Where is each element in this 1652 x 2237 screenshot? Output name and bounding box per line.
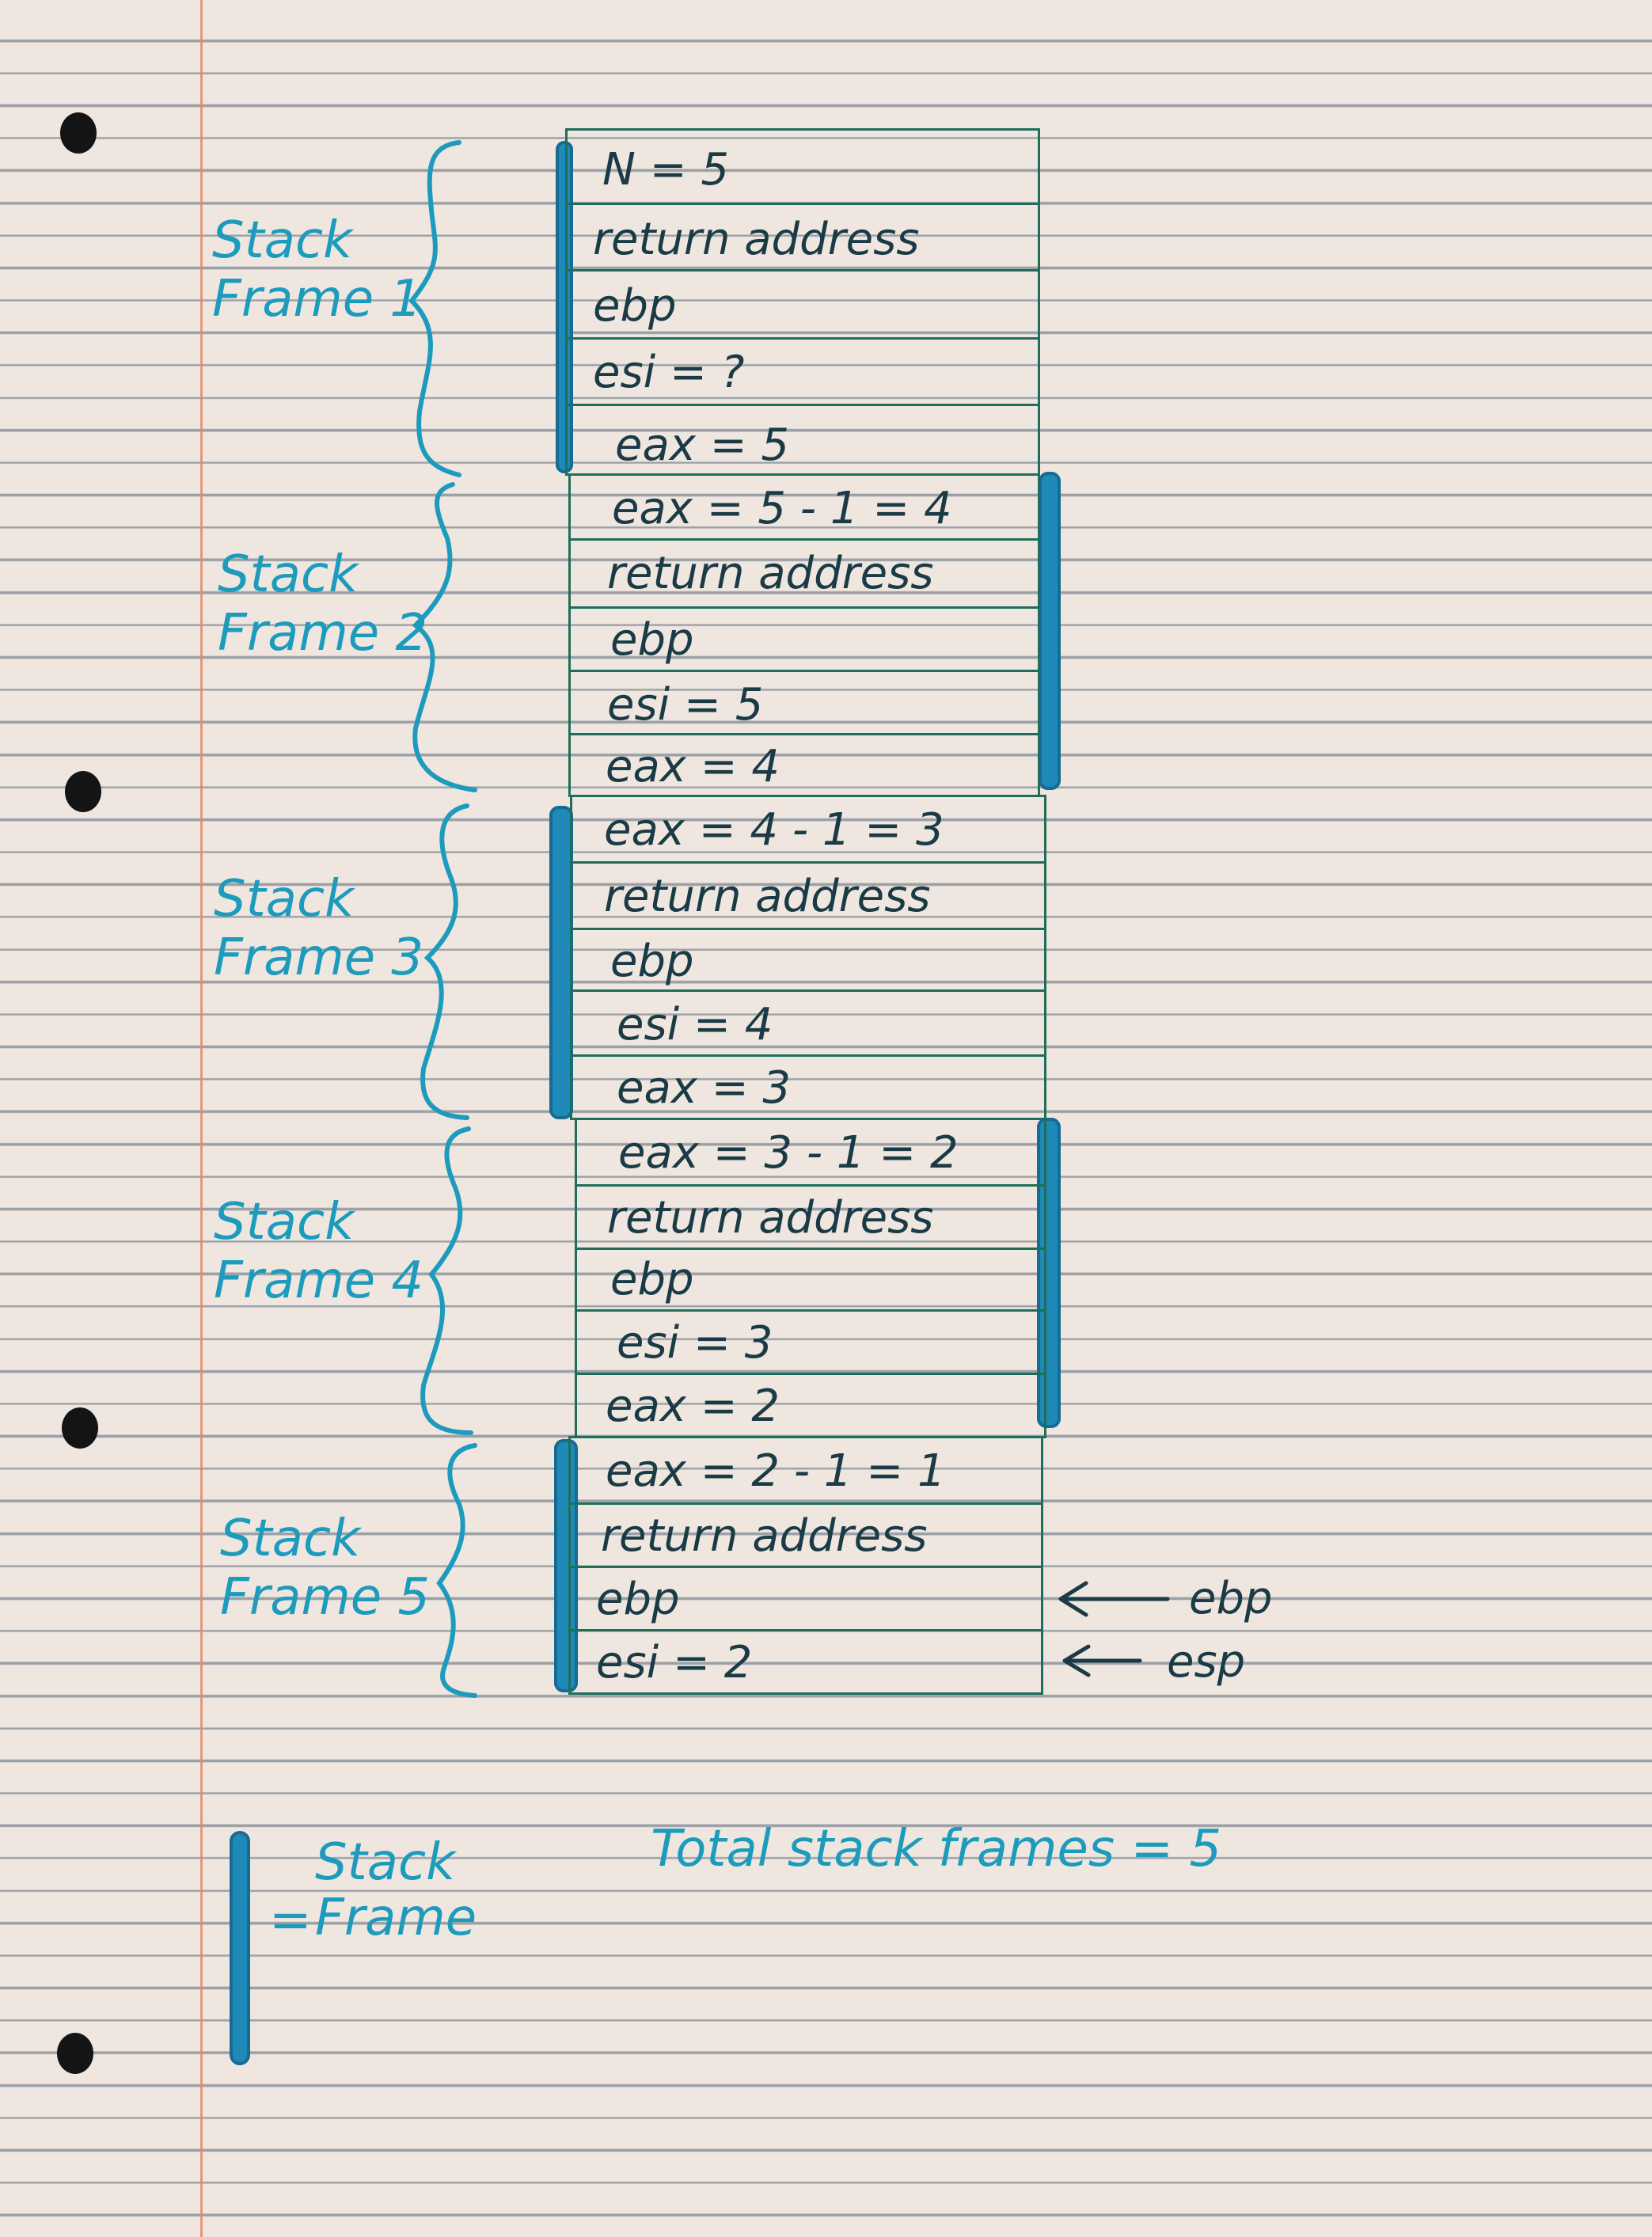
frame-4-label: Stack Frame 4 bbox=[214, 1193, 424, 1310]
cell-text: eax = 2 - 1 = 1 bbox=[606, 1445, 946, 1497]
cell-text: return address bbox=[601, 1510, 928, 1562]
legend-equals: = bbox=[269, 1891, 312, 1950]
frame-2-brace bbox=[412, 482, 477, 792]
esp-arrow bbox=[1062, 1644, 1142, 1677]
frame-5-label: Stack Frame 5 bbox=[220, 1510, 431, 1627]
cell-text: eax = 3 bbox=[617, 1062, 792, 1114]
legend-frame-bar bbox=[230, 1831, 250, 2065]
cell-text: eax = 4 - 1 = 3 bbox=[604, 804, 944, 856]
frame-2-label: Stack Frame 2 bbox=[218, 545, 428, 663]
cell-text: esi = ? bbox=[593, 347, 745, 398]
stack-cell: ebp bbox=[577, 1250, 1044, 1312]
frame-4-bar bbox=[1037, 1118, 1061, 1428]
legend-label: Stack Frame bbox=[315, 1833, 477, 1948]
frame-1-label: Stack Frame 1 bbox=[212, 211, 423, 329]
cell-text: eax = 3 - 1 = 2 bbox=[618, 1127, 959, 1179]
cell-text: return address bbox=[604, 871, 931, 922]
stack-cell: eax = 3 - 1 = 2 bbox=[577, 1120, 1044, 1187]
stack-cell: N = 5 bbox=[568, 131, 1038, 205]
stack-cell: ebp bbox=[571, 1568, 1041, 1631]
punch-hole-4 bbox=[57, 2033, 93, 2074]
frame-4-brace bbox=[420, 1126, 473, 1435]
frame-3-bar bbox=[549, 806, 573, 1119]
cell-text: esi = 4 bbox=[617, 999, 773, 1050]
punch-hole-1 bbox=[60, 112, 97, 154]
cell-text: esi = 5 bbox=[607, 679, 764, 731]
cell-text: return address bbox=[607, 1192, 934, 1244]
cell-text: eax = 5 bbox=[615, 420, 790, 471]
cell-text: return address bbox=[607, 548, 934, 599]
frame-3-brace bbox=[420, 803, 469, 1120]
cell-text: eax = 2 bbox=[606, 1381, 780, 1432]
stack-cell: return address bbox=[568, 205, 1038, 272]
stack-cell: esi = 3 bbox=[577, 1312, 1044, 1375]
stack-frame-3: eax = 4 - 1 = 3 return address ebp esi =… bbox=[570, 795, 1046, 1120]
stack-cell: esi = 2 bbox=[571, 1631, 1041, 1695]
frame-5-brace bbox=[436, 1443, 477, 1698]
margin-line bbox=[200, 0, 203, 2237]
punch-hole-2 bbox=[65, 771, 101, 812]
cell-text: esi = 3 bbox=[617, 1317, 773, 1369]
stack-frame-4: eax = 3 - 1 = 2 return address ebp esi =… bbox=[575, 1118, 1046, 1438]
cell-text: ebp bbox=[593, 280, 677, 332]
frame-2-bar bbox=[1039, 472, 1061, 790]
stack-cell: eax = 4 - 1 = 3 bbox=[572, 797, 1044, 864]
stack-frame-1: N = 5 return address ebp esi = ? eax = 5 bbox=[565, 128, 1040, 476]
stack-cell: eax = 2 - 1 = 1 bbox=[571, 1438, 1041, 1505]
stack-cell: ebp bbox=[568, 272, 1038, 340]
stack-cell: eax = 5 - 1 = 4 bbox=[571, 476, 1038, 541]
total-stack-frames: Total stack frames = 5 bbox=[651, 1820, 1222, 1878]
frame-1-brace bbox=[408, 140, 461, 477]
cell-text: ebp bbox=[610, 614, 694, 666]
stack-cell: esi = 4 bbox=[572, 992, 1044, 1057]
cell-text: N = 5 bbox=[602, 144, 730, 196]
cell-text: ebp bbox=[596, 1574, 680, 1625]
stack-cell: return address bbox=[571, 1505, 1041, 1568]
stack-cell: return address bbox=[572, 864, 1044, 930]
stack-cell: ebp bbox=[572, 930, 1044, 992]
stack-cell: esi = ? bbox=[568, 340, 1038, 406]
stack-cell: return address bbox=[571, 541, 1038, 609]
ebp-arrow bbox=[1058, 1581, 1170, 1617]
frame-1-bar bbox=[556, 141, 573, 473]
punch-hole-3 bbox=[62, 1407, 98, 1449]
cell-text: esi = 2 bbox=[596, 1637, 753, 1688]
stack-cell: ebp bbox=[571, 609, 1038, 672]
cell-text: ebp bbox=[610, 936, 694, 987]
frame-3-label: Stack Frame 3 bbox=[214, 870, 424, 987]
cell-text: ebp bbox=[610, 1254, 694, 1305]
esp-pointer-label: esp bbox=[1167, 1636, 1246, 1688]
cell-text: return address bbox=[593, 214, 920, 265]
stack-cell: return address bbox=[577, 1187, 1044, 1250]
stack-frame-5: eax = 2 - 1 = 1 return address ebp esi =… bbox=[568, 1436, 1043, 1695]
ebp-pointer-label: ebp bbox=[1189, 1573, 1273, 1624]
cell-text: eax = 4 bbox=[606, 741, 780, 792]
stack-cell: esi = 5 bbox=[571, 672, 1038, 735]
cell-text: eax = 5 - 1 = 4 bbox=[612, 483, 952, 534]
